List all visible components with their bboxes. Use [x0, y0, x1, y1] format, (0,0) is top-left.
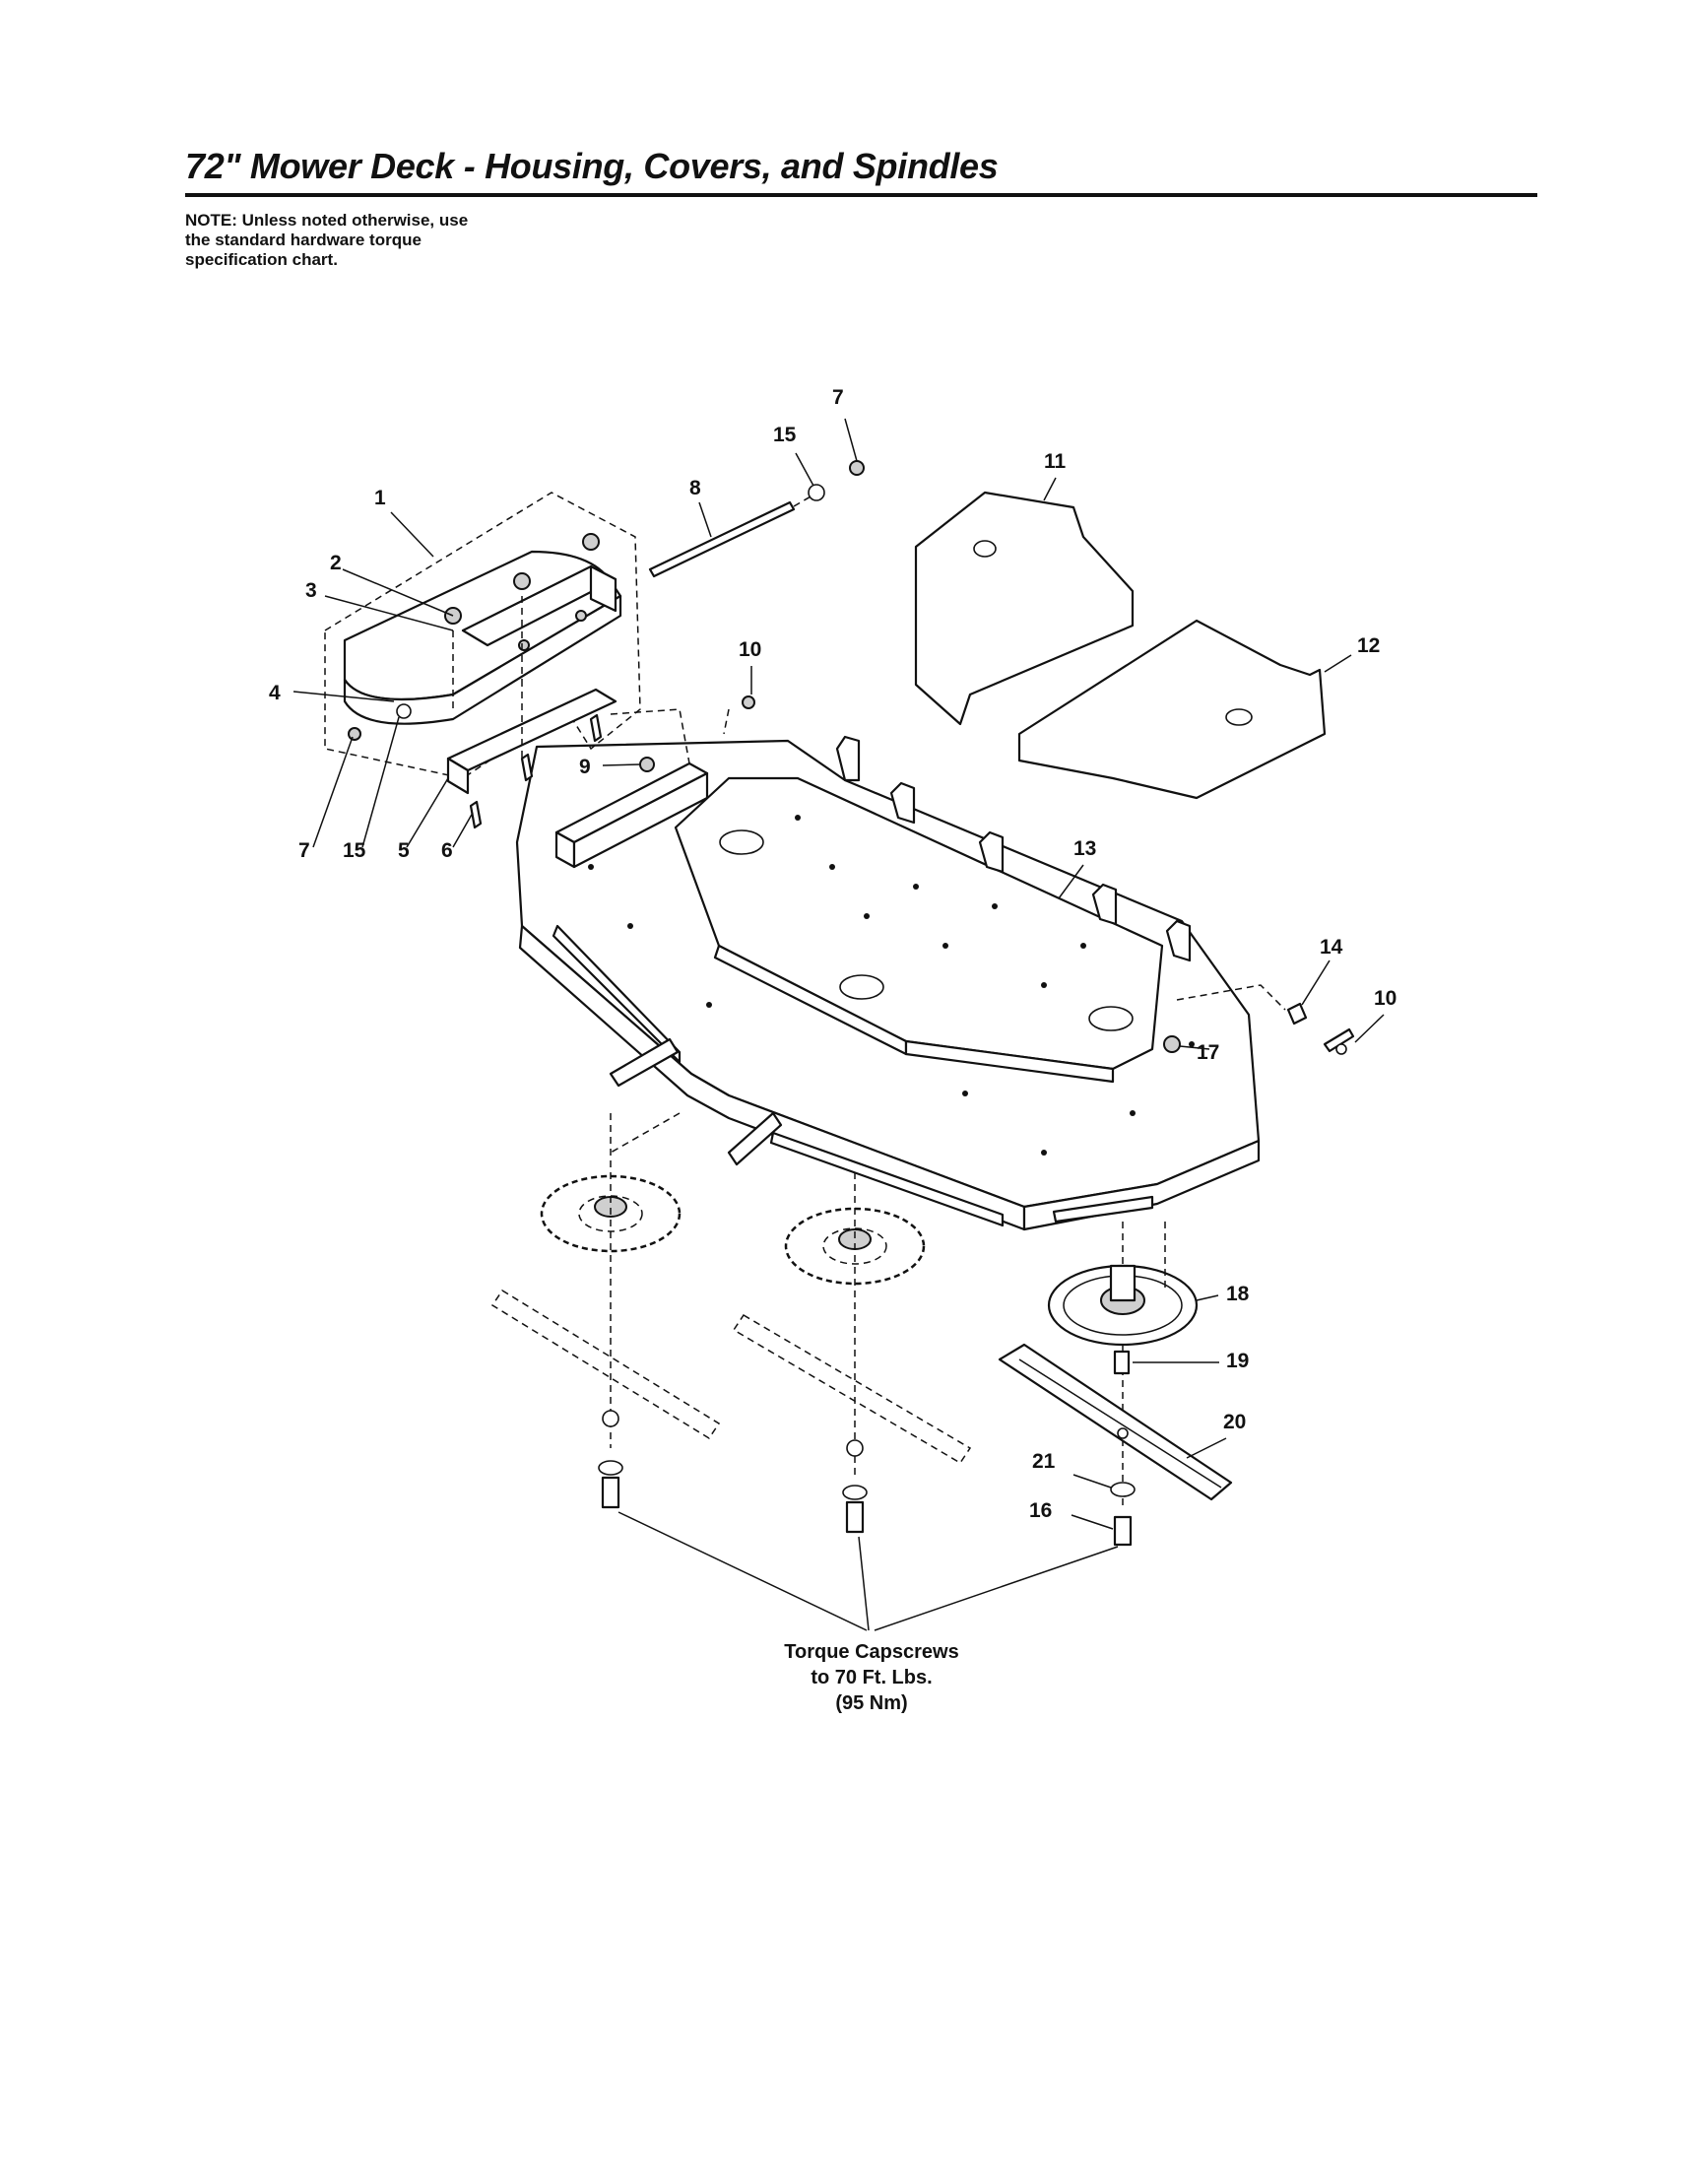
- callout-9: 9: [579, 756, 591, 778]
- deck-housing: [515, 735, 1261, 1231]
- callout-18: 18: [1226, 1283, 1250, 1305]
- torque-spec-note: NOTE: Unless noted otherwise, use the st…: [185, 211, 559, 270]
- callout-7: 7: [832, 386, 844, 409]
- callout-5: 5: [398, 839, 410, 862]
- callout-20: 20: [1223, 1411, 1246, 1433]
- page-title: 72" Mower Deck - Housing, Covers, and Sp…: [185, 146, 999, 186]
- clip-hardware: [1286, 1002, 1308, 1026]
- bolt-hardware: [742, 695, 755, 709]
- top-cover-right: [1017, 619, 1327, 800]
- top-cover-left: [914, 491, 1135, 726]
- callout-6: 6: [441, 839, 453, 862]
- callout-8: 8: [689, 477, 701, 499]
- callout-labels: 1 2 3 4 5 6 7 7 8 9 10 10 11 12 13 14 15…: [269, 386, 1397, 1522]
- callout-1: 1: [374, 487, 386, 509]
- torque-note-line: Torque Capscrews: [784, 1641, 958, 1663]
- callout-leaders: [292, 418, 1385, 1530]
- callout-7: 7: [298, 839, 310, 862]
- torque-note: Torque Capscrews to 70 Ft. Lbs. (95 Nm): [784, 1641, 958, 1714]
- callout-10: 10: [739, 638, 761, 661]
- blade-left: [490, 1289, 721, 1440]
- callout-14: 14: [1320, 936, 1343, 959]
- torque-note-line: (95 Nm): [835, 1692, 907, 1714]
- torque-note-line: to 70 Ft. Lbs.: [811, 1667, 932, 1688]
- callout-2: 2: [330, 552, 342, 574]
- torque-leader-lines: [617, 1511, 1119, 1631]
- blade-right: [998, 1343, 1233, 1501]
- idler-bracket: [554, 708, 709, 869]
- belt-cover-assembly: [324, 492, 641, 829]
- callout-21: 21: [1032, 1450, 1056, 1473]
- callout-11: 11: [1044, 450, 1067, 473]
- note-line: specification chart.: [185, 250, 338, 269]
- callout-3: 3: [305, 579, 317, 602]
- note-line: the standard hardware torque: [185, 231, 422, 249]
- callout-10: 10: [1374, 987, 1397, 1010]
- callout-12: 12: [1357, 634, 1380, 657]
- callout-4: 4: [269, 682, 281, 704]
- callout-16: 16: [1029, 1499, 1052, 1522]
- callout-17: 17: [1197, 1041, 1219, 1064]
- callout-15: 15: [773, 424, 797, 446]
- spindle-left: [540, 1112, 682, 1448]
- adjustment-rod: [648, 460, 865, 578]
- callout-15: 15: [343, 839, 366, 862]
- blade-center: [732, 1313, 972, 1465]
- blade-hardware: [598, 1350, 1136, 1547]
- note-line: NOTE: Unless noted otherwise, use: [185, 211, 469, 230]
- callout-13: 13: [1073, 837, 1096, 860]
- title-rule: [185, 193, 1537, 197]
- callout-19: 19: [1226, 1350, 1249, 1372]
- spindle-center: [784, 1172, 926, 1478]
